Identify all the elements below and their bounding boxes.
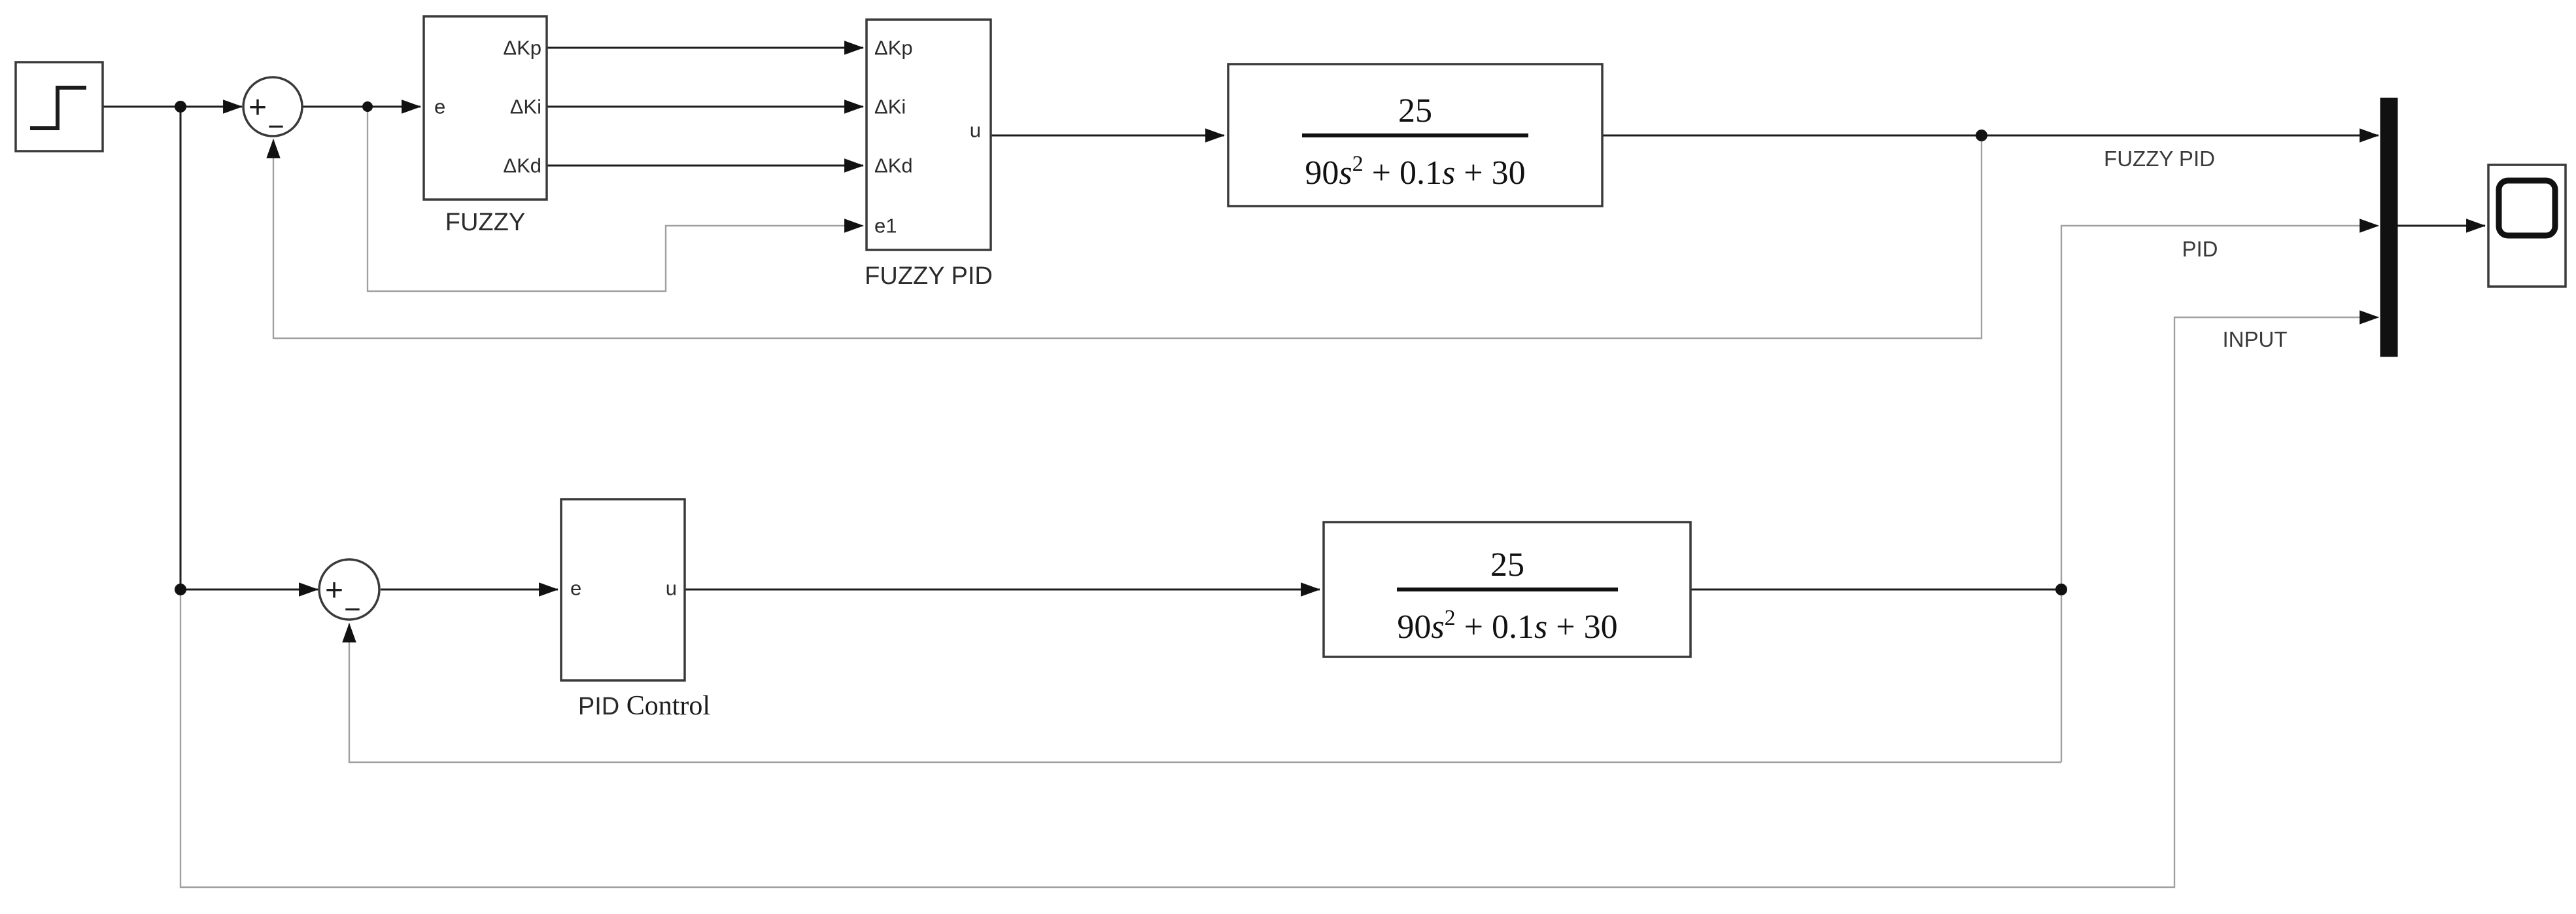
pid-control-block-label: PID Control (578, 691, 710, 721)
fuzzy-pid-block-label: FUZZY PID (865, 262, 993, 290)
tf-top-numerator: 25 (1398, 92, 1432, 130)
signal-label-fuzzy-pid: FUZZY PID (2104, 147, 2215, 171)
mux-block[interactable] (2380, 97, 2398, 357)
wire-input-to-mux[interactable] (179, 310, 2380, 888)
branch-dot (362, 101, 373, 112)
tf-bottom-numerator: 25 (1490, 546, 1524, 584)
fuzzy-pid-port-dki: ΔKi (874, 96, 906, 118)
pid-control-port-u: u (666, 577, 677, 600)
fuzzy-pid-port-dkd: ΔKd (874, 154, 913, 177)
fuzzy-block-label: FUZZY (445, 209, 525, 236)
tf-bottom-denominator: 90s2 + 0.1s + 30 (1397, 606, 1617, 646)
fuzzy-port-dki: ΔKi (510, 96, 541, 118)
plant-transfer-fn-bottom[interactable]: 25 90s2 + 0.1s + 30 (1322, 521, 1692, 658)
fuzzy-pid-block[interactable]: ΔKp ΔKi ΔKd e1 u (865, 18, 992, 251)
sum1-minus-sign: − (267, 111, 284, 143)
sum1-block[interactable]: + − (242, 76, 303, 143)
wire-e1-branch[interactable] (366, 107, 865, 292)
tf-top-denominator: 90s2 + 0.1s + 30 (1305, 152, 1525, 192)
scope-block[interactable] (2487, 164, 2567, 288)
sum2-block[interactable]: + − (318, 558, 381, 625)
fuzzy-port-dkp: ΔKp (503, 37, 541, 60)
step-block[interactable] (14, 61, 104, 152)
wire-feedback-sum1[interactable] (266, 135, 1983, 340)
pid-control-block[interactable]: e u (560, 498, 686, 682)
branch-dot (1976, 130, 1987, 141)
fuzzy-pid-port-dkp: ΔKp (874, 37, 913, 60)
fuzzy-port-e: e (434, 96, 445, 118)
scope-display-icon (2496, 177, 2558, 239)
wire-pid-riser-to-mux[interactable] (2060, 219, 2380, 762)
fuzzy-block[interactable]: e ΔKp ΔKi ΔKd (422, 15, 548, 201)
fuzzy-pid-port-e1: e1 (874, 215, 897, 237)
fuzzy-pid-port-u: u (970, 119, 981, 142)
branch-dot (175, 101, 186, 113)
plant-transfer-fn-top[interactable]: 25 90s2 + 0.1s + 30 (1227, 63, 1604, 207)
fuzzy-port-dkd: ΔKd (503, 154, 541, 177)
sum1-plus-sign: + (249, 90, 267, 125)
wire-feedback-sum2[interactable] (342, 622, 2061, 764)
step-signal-icon (30, 86, 86, 130)
sum2-plus-sign: + (325, 573, 343, 608)
branch-dot (2055, 584, 2067, 595)
signal-label-input: INPUT (2223, 327, 2288, 351)
sum2-minus-sign: − (344, 593, 361, 625)
branch-dot (175, 584, 186, 595)
signal-label-pid: PID (2182, 237, 2218, 261)
pid-control-port-e: e (570, 577, 581, 600)
